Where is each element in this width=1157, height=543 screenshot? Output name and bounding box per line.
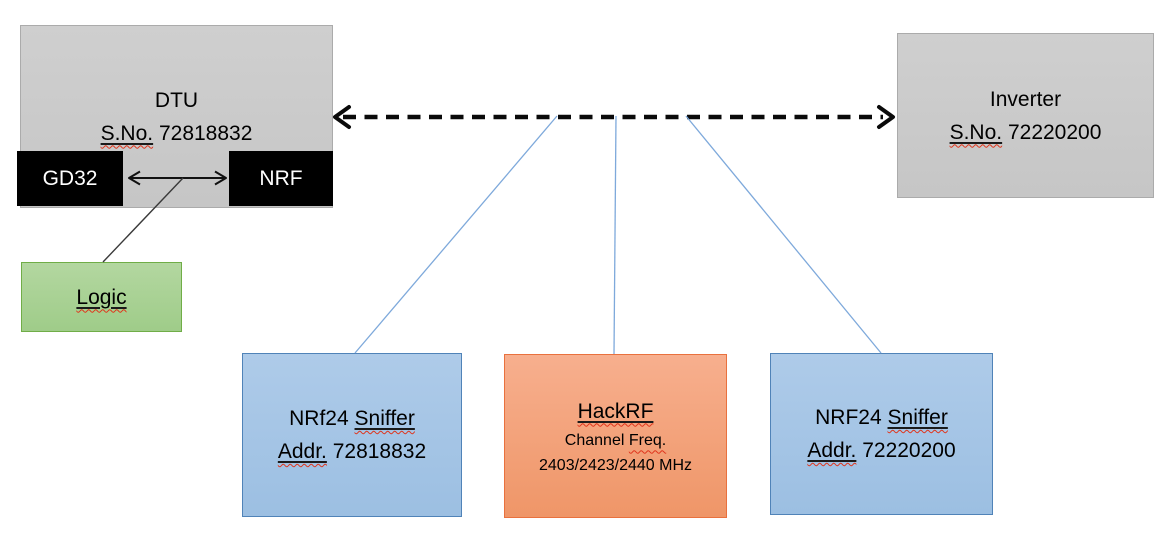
inverter-title: Inverter xyxy=(989,87,1062,111)
tap-line-sniffer-right xyxy=(685,115,882,354)
rf-link-right-arrowhead-icon xyxy=(877,105,895,129)
hackrf-box: HackRF Channel Freq. 2403/2423/2440 MHz xyxy=(504,354,727,518)
inverter-serial-number: 72220200 xyxy=(1007,120,1102,144)
dtu-title: DTU xyxy=(154,88,199,112)
sniffer-left-box: NRf24 Sniffer Addr. 72818832 xyxy=(242,353,462,517)
dtu-serial-word: S.No. xyxy=(100,121,154,145)
gd32-label: GD32 xyxy=(42,167,98,190)
sniffer-left-address: Addr. 72818832 xyxy=(277,440,427,463)
sniffer-right-box: NRF24 Sniffer Addr. 72220200 xyxy=(770,353,993,515)
logic-box: Logic xyxy=(21,262,182,332)
hackrf-title: HackRF xyxy=(577,399,654,423)
tap-line-hackrf xyxy=(613,115,617,355)
inverter-serial-word: S.No. xyxy=(949,120,1003,144)
dtu-serial: S.No. 72818832 xyxy=(101,117,253,150)
rf-link-left-arrowhead-icon xyxy=(333,105,351,129)
sniffer-right-address: Addr. 72220200 xyxy=(807,439,956,462)
nrf-box: NRF xyxy=(229,151,333,206)
hackrf-channel-label: Channel Freq. xyxy=(564,431,667,449)
sniffer-right-name: NRF24 Sniffer xyxy=(815,406,948,429)
tap-line-sniffer-left xyxy=(354,115,558,354)
dtu-serial-number: 72818832 xyxy=(158,121,253,145)
inverter-box: Inverter S.No. 72220200 xyxy=(897,33,1154,198)
gd32-box: GD32 xyxy=(17,151,123,206)
nrf-label: NRF xyxy=(259,167,303,190)
inverter-serial: S.No. 72220200 xyxy=(950,116,1102,149)
hackrf-frequencies: 2403/2423/2440 MHz xyxy=(539,456,692,474)
sniffer-left-name: NRf24 Sniffer xyxy=(289,407,415,430)
logic-label: Logic xyxy=(76,285,127,309)
